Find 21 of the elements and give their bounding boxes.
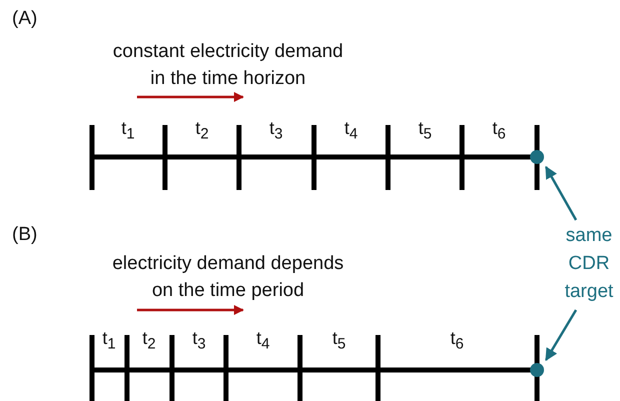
period-label: t$_{1}$ xyxy=(102,328,116,353)
annotation-text: constant electricity demand in the time horizon xyxy=(112,40,344,91)
period-label: t$_{4}$ xyxy=(256,328,270,353)
period-label: t$_{2}$ xyxy=(195,118,209,143)
period-label: t$_{5}$ xyxy=(418,118,432,143)
end-point-dot xyxy=(530,363,544,377)
annotation-text: electricity demand depends on the time period xyxy=(111,252,345,303)
arrow xyxy=(544,309,578,362)
panel-label: (B) xyxy=(12,224,38,246)
callout-text: same CDR target xyxy=(554,222,620,306)
period-label: t$_{2}$ xyxy=(142,328,156,353)
period-label: t$_{6}$ xyxy=(450,328,464,353)
period-label: t$_{3}$ xyxy=(192,328,206,353)
period-label: t$_{4}$ xyxy=(344,118,358,143)
end-point-dot xyxy=(530,150,544,164)
period-label: t$_{3}$ xyxy=(269,118,283,143)
period-label: t$_{5}$ xyxy=(332,328,346,353)
period-label: t$_{1}$ xyxy=(121,118,135,143)
panel-label: (A) xyxy=(12,8,38,30)
period-label: t$_{6}$ xyxy=(492,118,506,143)
arrow xyxy=(544,166,578,221)
